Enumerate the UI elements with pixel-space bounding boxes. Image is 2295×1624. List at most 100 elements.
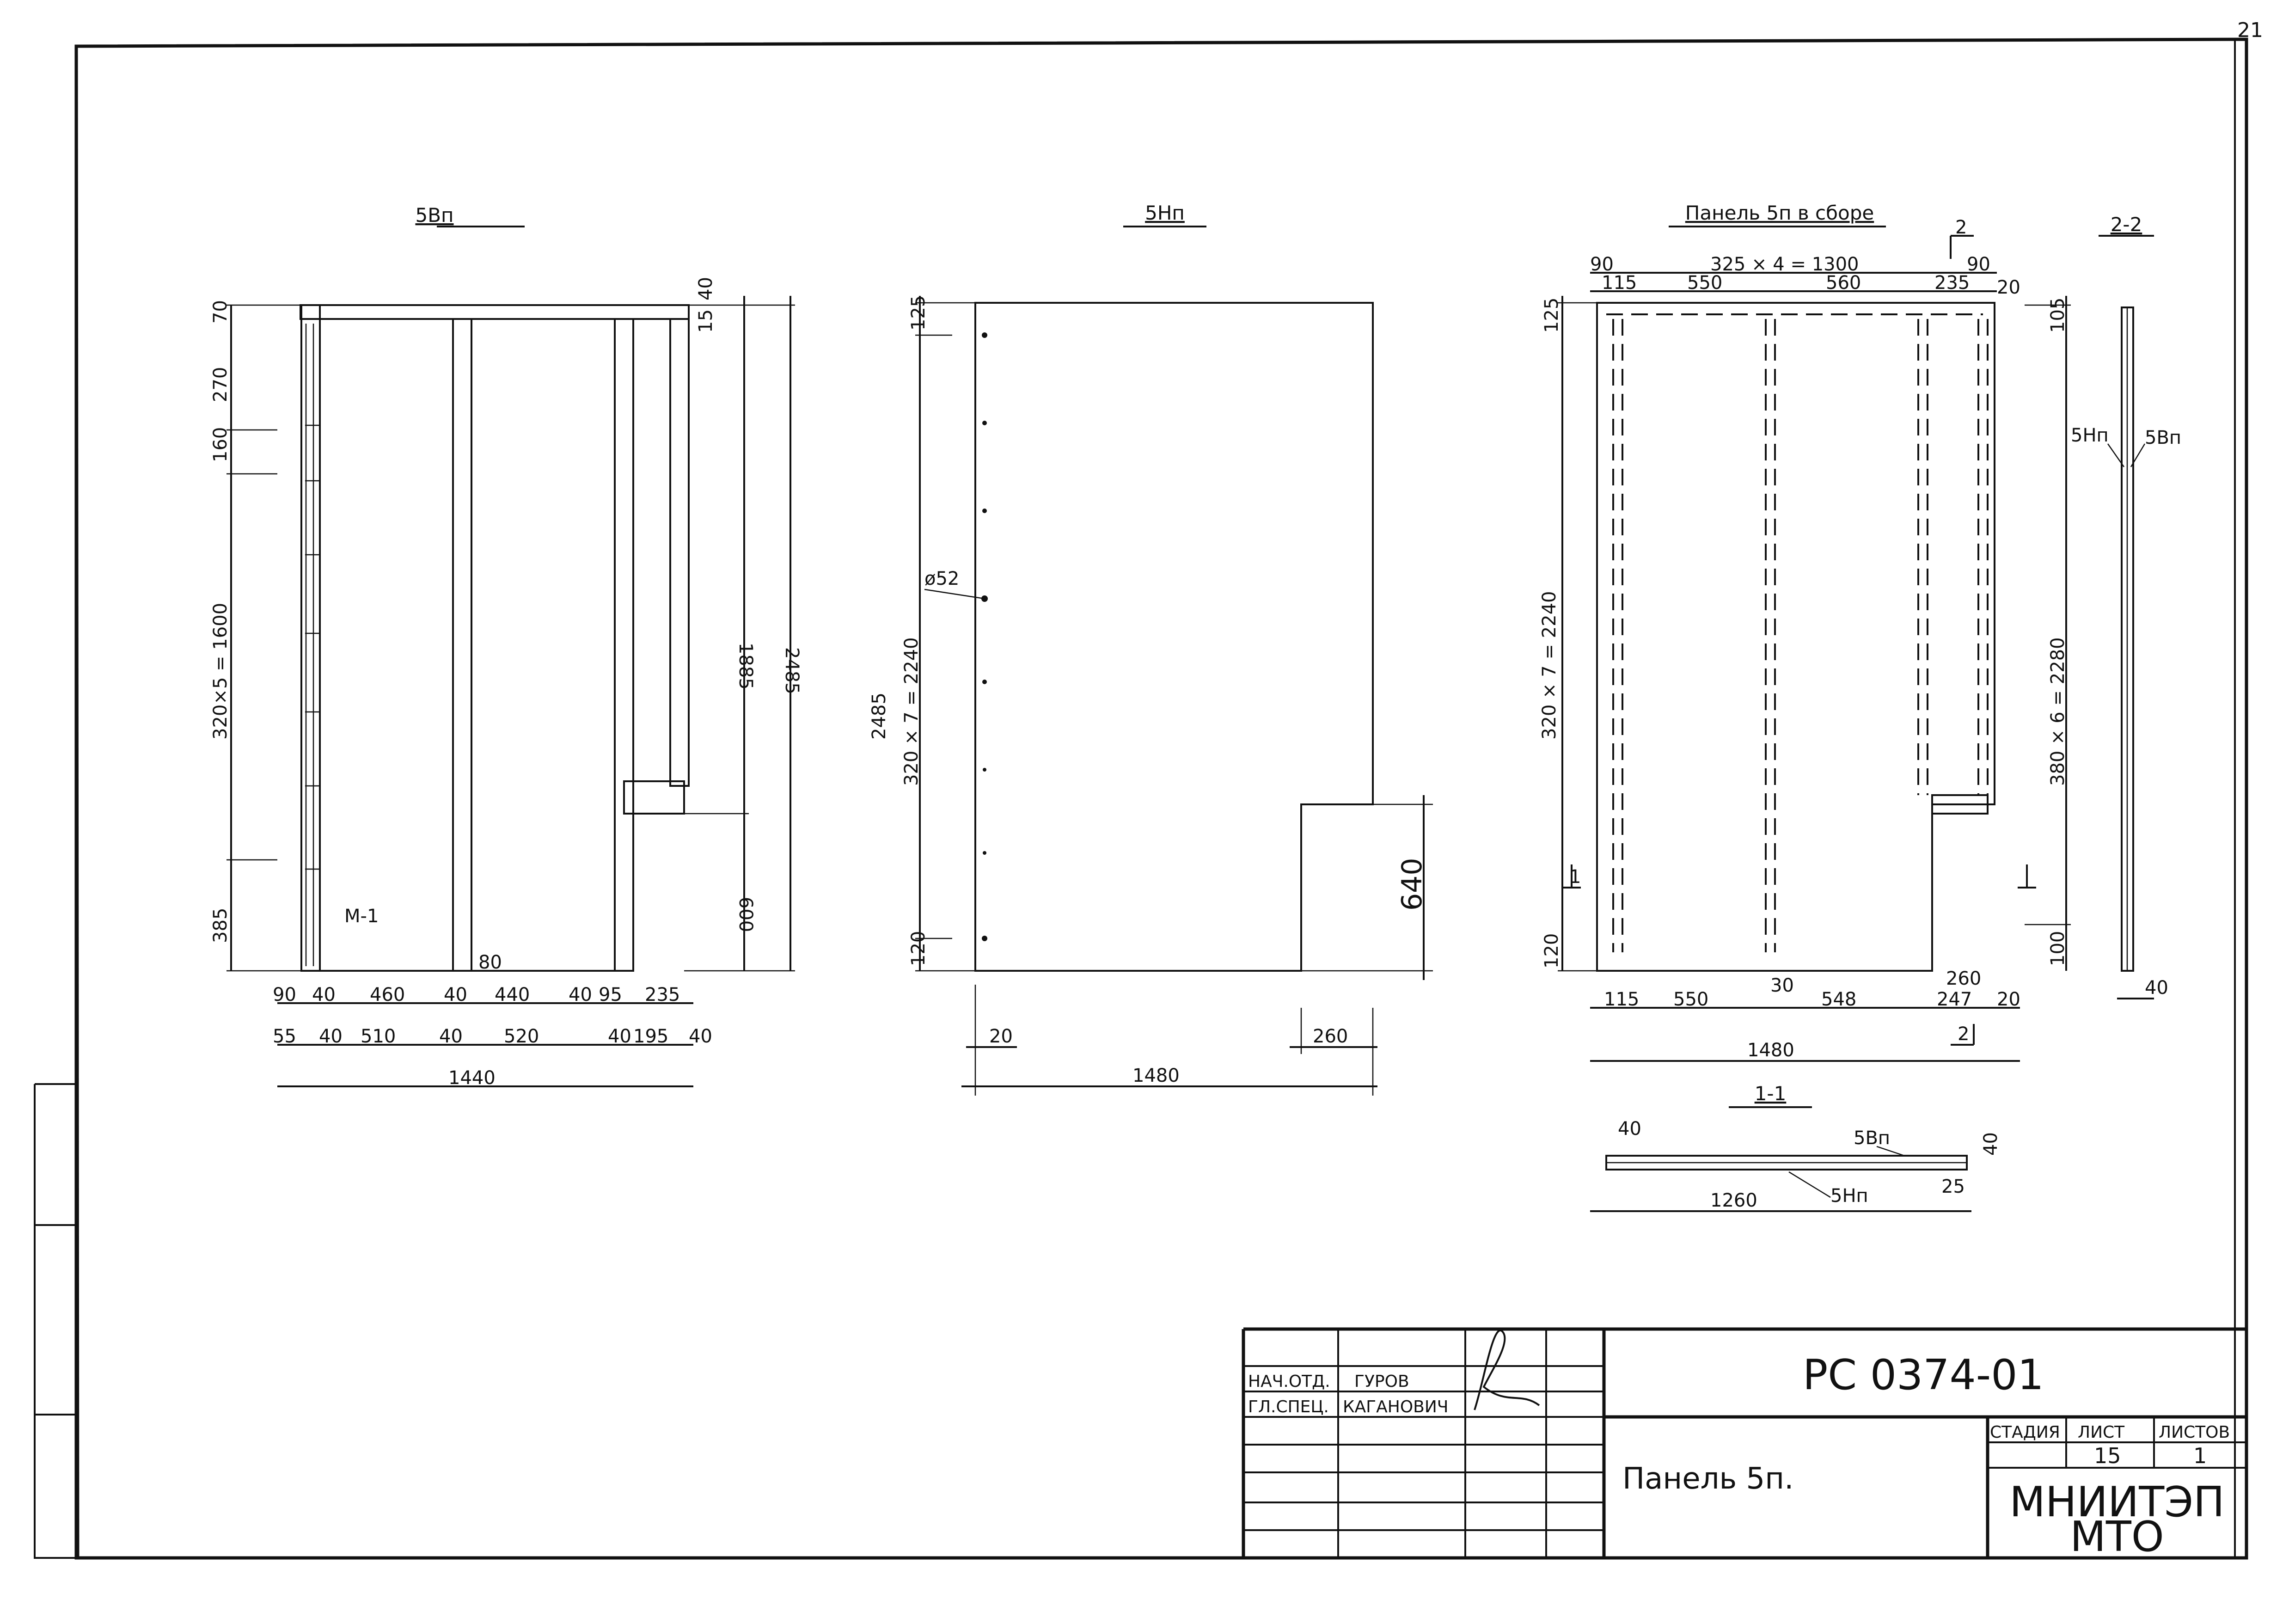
name-1: ГУРОВ: [1354, 1372, 1409, 1391]
view-5vp: 5Вп М-1 80 70 270 160 320×5 = 1600 385: [210, 204, 802, 1089]
label-views-view_5vp-left_dims-2: 160: [210, 427, 231, 462]
role-1: НАЧ.ОТД.: [1248, 1372, 1330, 1391]
page-number: 21: [2237, 18, 2263, 42]
label-views-section_2_2-label_a: 5Нп: [2071, 425, 2109, 446]
sheet-number: 15: [2094, 1443, 2121, 1468]
label-views-view_assembly-right_dims-2: 100: [2047, 931, 2069, 966]
label-title_block-headers-0: СТАДИЯ: [1990, 1423, 2060, 1442]
organization-2: МТО: [2070, 1513, 2164, 1561]
label-views-section_2_2-dim: 40: [2145, 977, 2168, 999]
label-views-view_5vp-left_dims-3: 320×5 = 1600: [210, 603, 231, 740]
label-views-view_5vp-right_dims-3: 2485: [781, 647, 802, 694]
label-views-view_5np-left_dims-0: 125: [908, 295, 929, 331]
label-views-view_assembly-right_dims-1: 380 × 6 = 2280: [2047, 637, 2069, 786]
label-views-view_assembly-section_mark: 2: [1958, 1023, 1969, 1045]
label-title_block-headers-2: ЛИСТОВ: [2159, 1423, 2230, 1442]
name-2: КАГАНОВИЧ: [1343, 1397, 1448, 1416]
label-views-view_5vp-bottom_row2-7: 40: [689, 1026, 712, 1047]
label-views-view_5vp-left_dims-4: 385: [210, 908, 231, 943]
label-title_block-headers-1: ЛИСТ: [2078, 1423, 2125, 1442]
label-views-view_assembly-top_dims-4: 550: [1687, 272, 1722, 294]
label-views-view_5np-left_dims-1: 2485: [869, 692, 890, 740]
label-views-view_5vp-bottom_row1-2: 460: [370, 984, 405, 1005]
dim-assembly-total: 1480: [1747, 1040, 1794, 1061]
view-5vp-title: 5Вп: [416, 204, 454, 227]
label-views-view_5vp-left_dims-0: 70: [210, 300, 231, 324]
label-views-view_assembly-top_dims-2: 90: [1967, 254, 1990, 275]
section-2-2-title: 2-2: [2111, 213, 2142, 236]
dim-80: 80: [478, 952, 502, 973]
label-views-view_assembly-bottom_dims-6: 20: [1997, 989, 2020, 1010]
label-views-view_5vp-bottom_row2-0: 55: [273, 1026, 296, 1047]
label-views-view_5np-bottom-1: 260: [1313, 1026, 1348, 1047]
label-views-view_5vp-bottom_row1-3: 40: [444, 984, 467, 1005]
title-block: НАЧ.ОТД. ГУРОВ ГЛ.СПЕЦ. КАГАНОВИЧ РС 037…: [1242, 1327, 2246, 1561]
label-views-view_5vp-bottom_row2-1: 40: [319, 1026, 343, 1047]
sheet-name: Панель 5п.: [1622, 1462, 1793, 1496]
label-views-view_assembly-section_mark: 2: [1955, 217, 1967, 238]
sheet-count: 1: [2193, 1443, 2207, 1468]
organization-1: МНИИТЭП: [2009, 1478, 2224, 1526]
label-views-view_assembly-top_dims-1: 325 × 4 = 1300: [1710, 254, 1859, 275]
label-views-view_5vp-bottom_row2-5: 40: [608, 1026, 631, 1047]
dim-5np-total: 1480: [1132, 1065, 1180, 1086]
section-1-1-title: 1-1: [1755, 1082, 1787, 1105]
label-views-view_assembly-left_dims-2: 120: [1541, 933, 1562, 968]
label-views-view_assembly-right_dims-0: 105: [2047, 298, 2069, 333]
sheet-frame: [34, 37, 2248, 1560]
dim-5vp-total: 1440: [448, 1067, 496, 1089]
label-views-view_assembly-bottom_dims-1: 550: [1673, 989, 1708, 1010]
label-views-view_5np-left_dims-2: 320 × 7 = 2240: [901, 637, 922, 786]
label-views-view_5vp-bottom_row1-7: 235: [645, 984, 680, 1005]
label-views-section_1_1-dims-0: 40: [1618, 1118, 1641, 1140]
label-views-view_assembly-bottom_dims-3: 548: [1821, 989, 1856, 1010]
signature: [1474, 1329, 1540, 1410]
label-views-view_assembly-top_dims-3: 115: [1602, 272, 1637, 294]
view-5np-title: 5Нп: [1145, 202, 1185, 224]
label-views-view_5np-left_dims-3: 120: [908, 931, 929, 966]
hole-dia: ø52: [924, 568, 959, 589]
label-views-view_assembly-top_dims-6: 235: [1934, 272, 1970, 294]
label-views-view_5vp-bottom_row1-5: 40: [569, 984, 592, 1005]
section-2-2: 2-2 5Нп 5Вп 40: [2071, 213, 2181, 999]
label-views-view_assembly-bottom_dims-5: 247: [1937, 989, 1972, 1010]
label-views-view_assembly-top_dims-7: 20: [1997, 277, 2020, 298]
mark-m1: М-1: [344, 906, 379, 927]
label-views-section_1_1-dims-1: 40: [1980, 1132, 2001, 1156]
label-views-view_5vp-bottom_row1-0: 90: [273, 984, 296, 1005]
label-views-view_5np-bottom-0: 20: [989, 1026, 1013, 1047]
view-assembly-title: Панель 5п в сборе: [1685, 202, 1874, 224]
label-views-section_1_1-dims-2: 1260: [1710, 1190, 1757, 1211]
label-views-view_assembly-left_dims-0: 125: [1541, 298, 1562, 333]
label-views-section_1_1-dims-3: 25: [1941, 1176, 1965, 1197]
label-views-view_5vp-bottom_row2-2: 510: [361, 1026, 396, 1047]
label-views-view_5vp-bottom_row2-4: 520: [504, 1026, 539, 1047]
view-5np: 5Нп ø52 125 2485 320 × 7 = 2240 120 640 …: [869, 202, 1433, 1096]
section-1-1: 1-1 5Вп 5Нп 40 40 1260 25: [1590, 1082, 2001, 1212]
label-views-section_1_1-label_b: 5Нп: [1830, 1185, 1868, 1207]
label-views-view_5vp-right_dims-4: 600: [735, 897, 756, 932]
document-code: РС 0374-01: [1803, 1351, 2044, 1399]
label-views-section_2_2-label_b: 5Вп: [2145, 427, 2181, 448]
label-views-view_assembly-top_dims-0: 90: [1590, 254, 1614, 275]
label-views-view_assembly-section_1_mark: 1: [1569, 866, 1581, 888]
view-assembly: Панель 5п в сборе 2 90 325 × 4 = 1300 90…: [1539, 202, 2071, 1062]
dim-cutout: 640: [1396, 858, 1428, 911]
label-views-view_assembly-bottom_dims-4: 260: [1946, 968, 1981, 989]
label-views-view_5vp-right_dims-0: 15: [695, 309, 716, 333]
label-views-section_1_1-label_a: 5Вп: [1854, 1128, 1890, 1149]
label-views-view_5vp-right_dims-1: 40: [695, 277, 716, 300]
label-views-view_5vp-bottom_row1-6: 95: [599, 984, 622, 1005]
label-views-view_assembly-left_dims-1: 320 × 7 = 2240: [1539, 591, 1560, 740]
label-views-view_assembly-bottom_dims-2: 30: [1770, 975, 1794, 996]
label-views-view_assembly-top_dims-5: 560: [1826, 272, 1861, 294]
label-views-view_5vp-bottom_row1-1: 40: [312, 984, 336, 1005]
role-2: ГЛ.СПЕЦ.: [1248, 1397, 1329, 1416]
label-views-view_5vp-left_dims-1: 270: [210, 367, 231, 402]
label-views-view_5vp-bottom_row2-6: 195: [633, 1026, 668, 1047]
label-views-view_5vp-right_dims-2: 1885: [735, 643, 756, 690]
label-views-view_5vp-bottom_row2-3: 40: [439, 1026, 463, 1047]
label-views-view_assembly-bottom_dims-0: 115: [1604, 989, 1639, 1010]
label-views-view_5vp-bottom_row1-4: 440: [495, 984, 530, 1005]
